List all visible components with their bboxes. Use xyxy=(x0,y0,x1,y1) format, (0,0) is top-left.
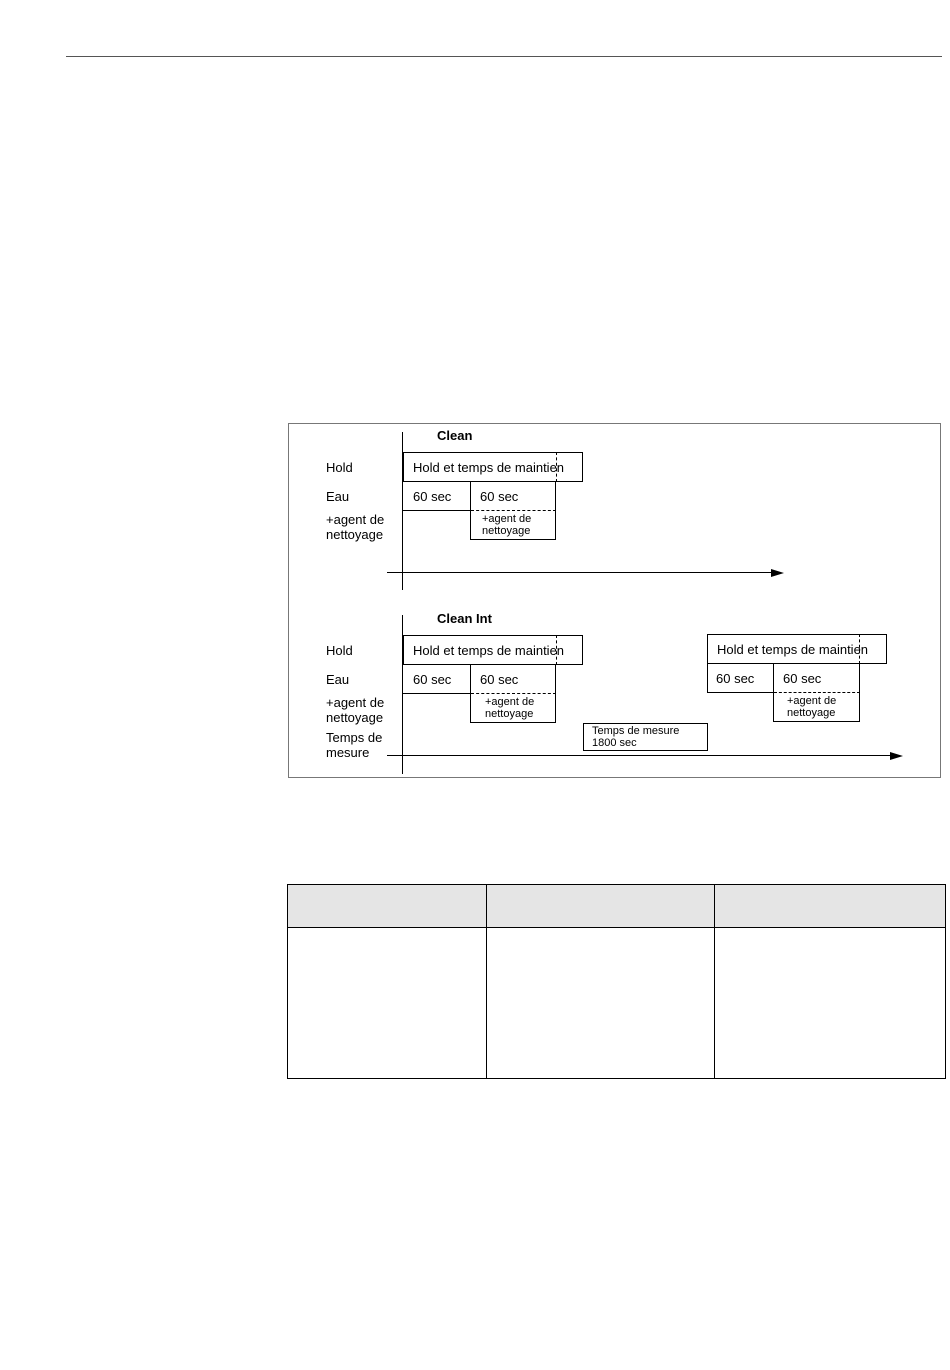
clean-time-arrow xyxy=(771,569,784,577)
table-header-cell xyxy=(287,884,487,928)
parameter-table xyxy=(287,884,946,1079)
clean-int-label-hold: Hold xyxy=(326,643,353,658)
table-header-cell xyxy=(714,884,946,928)
clean-int-label-agent: +agent de nettoyage xyxy=(326,695,385,725)
clean-int-eau-2b-box: 60 sec +agent de nettoyage xyxy=(773,663,860,722)
clean-label-eau: Eau xyxy=(326,489,350,504)
clean-int-eau-1b-label: 60 sec xyxy=(480,672,519,687)
clean-timing-diagram: Clean Hold Eau +agent de nettoyage Hold … xyxy=(288,423,941,778)
table-cell xyxy=(714,927,946,1079)
clean-eau-1-baseline xyxy=(403,510,471,511)
clean-int-eau-2b-label: 60 sec xyxy=(783,671,822,686)
clean-eau-2-label: 60 sec xyxy=(480,489,519,504)
clean-int-time-arrow xyxy=(890,752,903,760)
clean-int-eau-2a-left xyxy=(707,663,708,692)
clean-int-agent-divider-1 xyxy=(471,693,556,694)
clean-int-title: Clean Int xyxy=(437,611,492,626)
clean-label-hold: Hold xyxy=(326,460,353,475)
clean-int-hold-box-2: Hold et temps de maintien xyxy=(707,634,887,664)
clean-int-hold-box-2-label: Hold et temps de maintien xyxy=(717,642,869,657)
clean-agent-divider xyxy=(471,510,556,511)
clean-int-hold-box-1-label: Hold et temps de maintien xyxy=(413,643,565,658)
clean-int-eau-1a-baseline xyxy=(403,693,471,694)
clean-eau-1: 60 sec xyxy=(413,489,452,504)
table-cell xyxy=(287,927,487,1079)
clean-int-eau-2a-baseline xyxy=(707,692,774,693)
clean-int-eau-1a: 60 sec xyxy=(413,672,452,687)
clean-hold-marker xyxy=(556,452,557,482)
clean-int-agent-label-1: +agent de nettoyage xyxy=(485,696,535,720)
clean-int-eau-2a: 60 sec xyxy=(716,671,755,686)
clean-label-agent: +agent de nettoyage xyxy=(326,512,385,542)
clean-int-agent-label-2: +agent de nettoyage xyxy=(787,695,837,719)
clean-int-time-axis xyxy=(387,755,890,756)
clean-int-time-origin-line xyxy=(402,615,403,774)
clean-int-label-eau: Eau xyxy=(326,672,350,687)
clean-int-eau-1b-box: 60 sec +agent de nettoyage xyxy=(470,664,556,723)
clean-title: Clean xyxy=(437,428,473,443)
clean-int-hold-marker-2 xyxy=(859,634,860,664)
table-header-row xyxy=(287,884,946,928)
clean-int-mesure-box: Temps de mesure 1800 sec xyxy=(583,723,708,751)
clean-agent-label: +agent de nettoyage xyxy=(482,513,532,537)
clean-eau-2-box: 60 sec +agent de nettoyage xyxy=(470,481,556,540)
clean-time-origin-line xyxy=(402,432,403,590)
table-row xyxy=(287,927,946,1079)
clean-int-hold-marker-1 xyxy=(556,635,557,665)
clean-int-agent-divider-2 xyxy=(774,692,860,693)
header-rule xyxy=(66,56,942,57)
table-cell xyxy=(486,927,715,1079)
table-header-cell xyxy=(486,884,715,928)
clean-int-label-mesure: Temps de mesure xyxy=(326,730,383,760)
clean-int-mesure-label: Temps de mesure 1800 sec xyxy=(592,725,680,749)
clean-hold-box-label: Hold et temps de maintien xyxy=(413,460,565,475)
clean-time-axis xyxy=(387,572,771,573)
